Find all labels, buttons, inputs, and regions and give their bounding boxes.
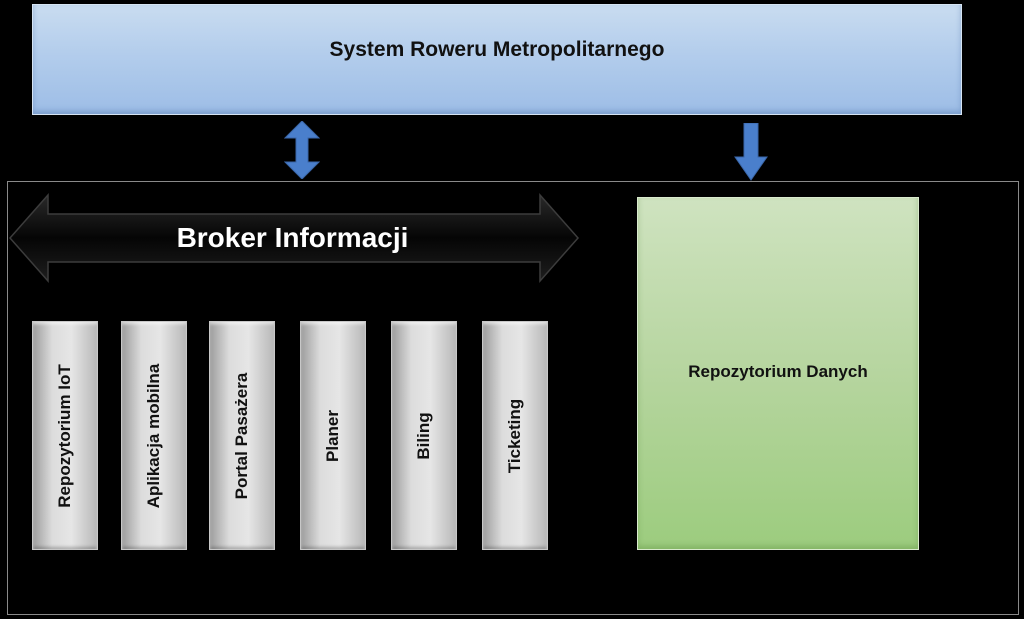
system-title: System Roweru Metropolitarnego [329,37,665,61]
module-label: Biling [414,411,433,460]
module-label: Planer [323,409,342,462]
down-arrow-icon [734,123,768,181]
module-biling: Biling [391,321,457,550]
broker-title: Broker Informacji [176,222,409,253]
module-label: Repozytorium IoT [55,363,74,508]
data-repository-box: Repozytorium Danych [637,197,919,550]
module-label: Portal Pasażera [232,372,251,499]
module-repozytorium-iot: Repozytorium IoT [32,321,98,550]
broker-double-arrow [8,193,580,283]
bidirectional-arrow-icon [284,121,320,179]
module-label: Aplikacja mobilna [144,363,163,508]
module-planer: Planer [300,321,366,550]
platform-container [7,181,1019,615]
system-box: System Roweru Metropolitarnego [32,4,962,115]
module-portal-pasazera: Portal Pasażera [209,321,275,550]
module-label: Ticketing [505,398,524,473]
module-aplikacja-mobilna: Aplikacja mobilna [121,321,187,550]
repository-title: Repozytorium Danych [688,361,868,381]
module-ticketing: Ticketing [482,321,548,550]
